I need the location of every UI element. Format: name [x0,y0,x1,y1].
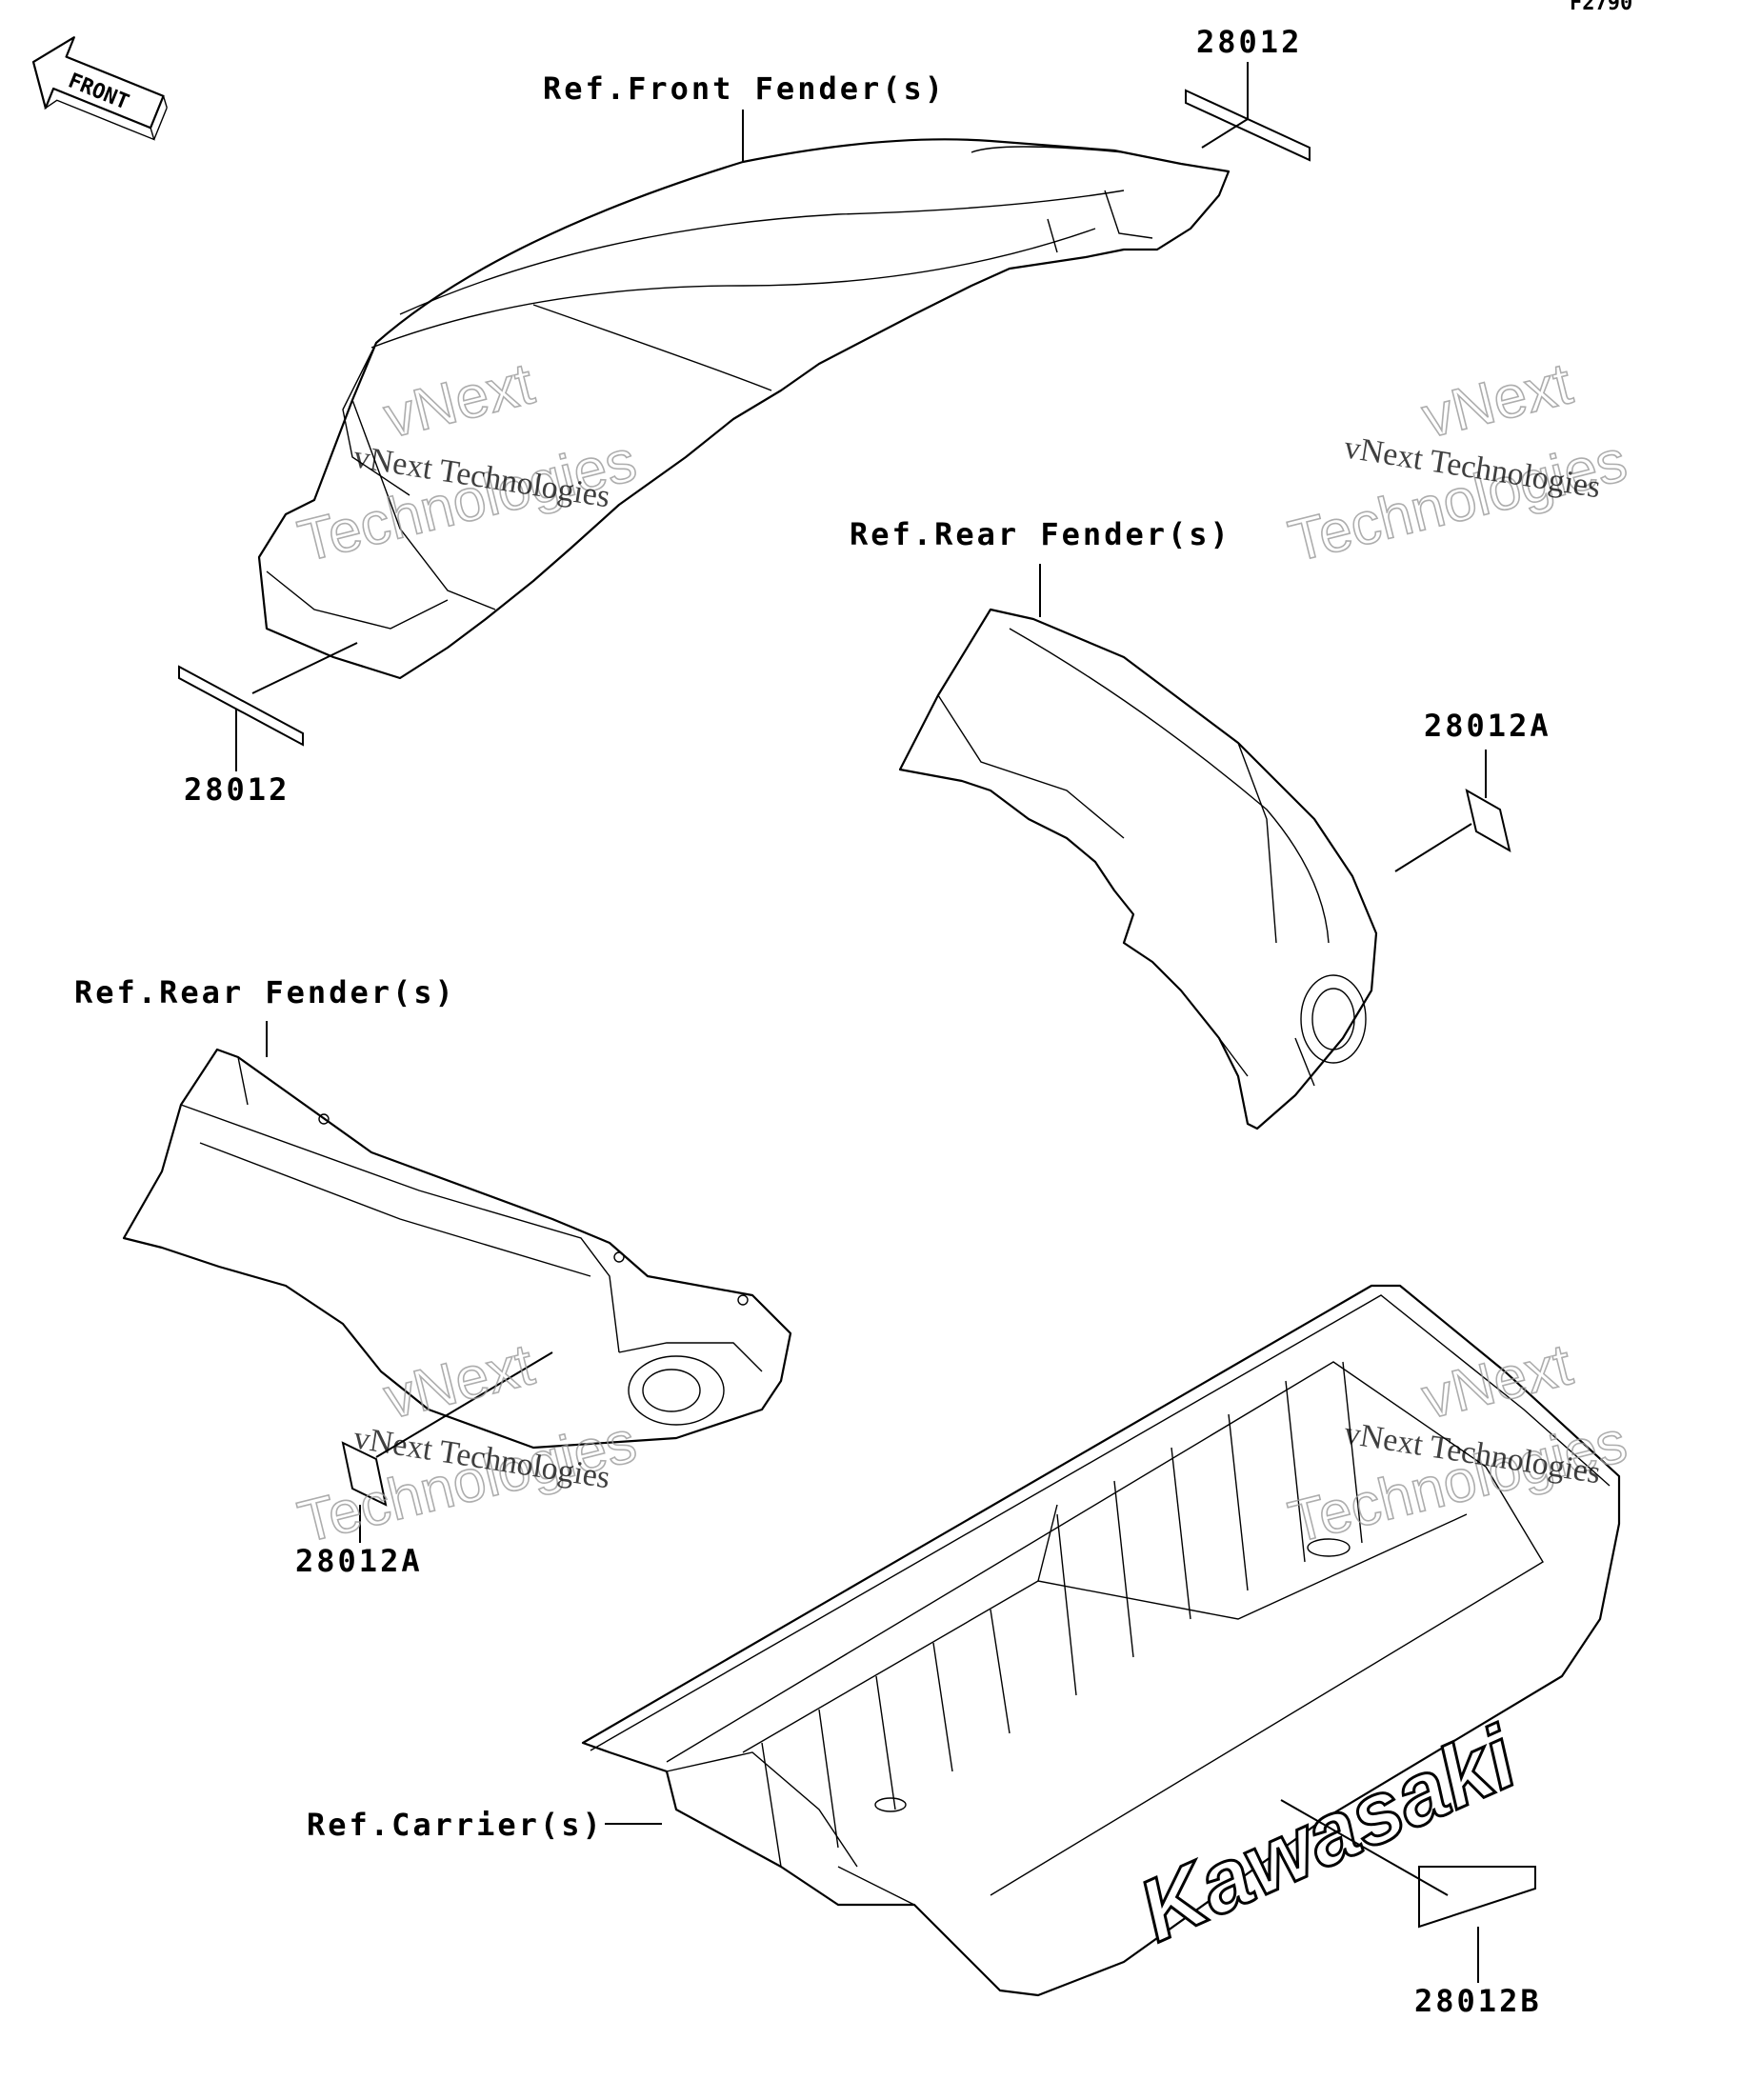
carrier-ribs [761,1361,1363,1868]
leader-28012-left-h [251,642,358,694]
label-ref-rear-fender-left: Ref.Rear Fender(s) [74,974,456,1010]
front-arrow-icon: FRONT [31,36,168,141]
part-number-28012a-right: 28012A [1424,708,1551,744]
watermark-vnext-large: vNext [1416,350,1578,450]
decal-28012b [1418,1866,1536,1929]
label-ref-carrier: Ref.Carrier(s) [307,1807,604,1843]
leader-28012a-left-h [375,1351,553,1458]
figure-code: F2790 [1570,0,1632,15]
leader-28012b-h [1280,1799,1449,1896]
part-number-28012-right: 28012 [1196,24,1302,60]
label-ref-rear-fender-right: Ref.Rear Fender(s) [850,516,1231,552]
rear-fender-left-part [122,1048,792,1450]
rear-fender-right-part [898,608,1378,1130]
part-number-28012-left: 28012 [184,771,290,808]
decal-28012a-right [1465,788,1511,853]
leader-28012-right-h [1201,118,1249,149]
label-ref-front-fender: Ref.Front Fender(s) [543,70,946,107]
part-number-28012a-left: 28012A [295,1543,423,1579]
decal-28012a-left [341,1441,388,1507]
decal-28012-right [1185,89,1311,162]
leader-28012a-right-h [1394,823,1472,872]
decal-28012-left [178,665,304,747]
part-number-28012b: 28012B [1414,1983,1542,2019]
watermark-top-right: vNext Technologies vNext Technologies [1282,350,1633,575]
front-fender-part [257,138,1231,680]
